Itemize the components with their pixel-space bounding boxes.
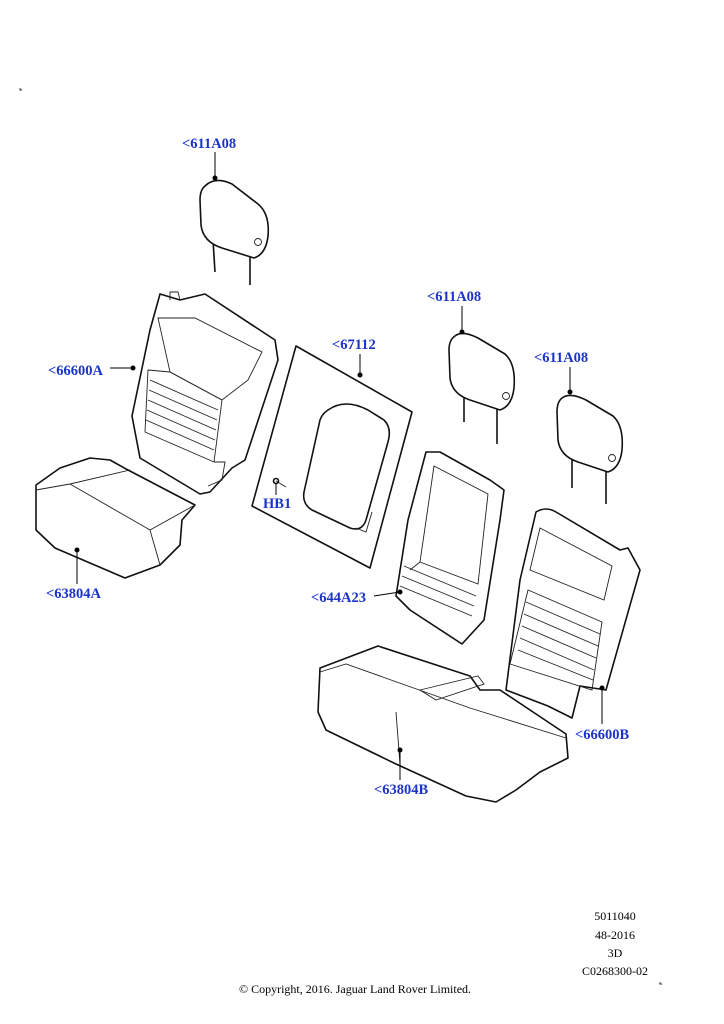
- headrest-center: [448, 332, 516, 444]
- headrest-left: [199, 179, 270, 285]
- reference-line-1: 5011040: [594, 909, 636, 923]
- callout-bolt: HB1: [263, 496, 291, 512]
- callout-headrest-left: <611A08: [182, 136, 236, 152]
- callout-headrest-center: <611A08: [427, 289, 481, 305]
- backrest-right: [505, 508, 641, 719]
- callout-headrest-right: <611A08: [534, 350, 588, 366]
- armrest-panel: [251, 345, 413, 569]
- reference-line-3: 3D: [607, 946, 623, 960]
- callout-armrest-panel: <67112: [332, 337, 376, 353]
- callout-backrest-right: <66600B: [575, 727, 630, 743]
- backrest-left: [131, 291, 279, 495]
- reference-line-4: C0268300-02: [582, 964, 648, 978]
- callout-backrest-left: <66600A: [48, 363, 104, 379]
- callout-cushion-right: <63804B: [374, 782, 429, 798]
- callout-cushion-left: <63804A: [46, 586, 102, 602]
- headrest-right: [556, 394, 624, 504]
- callout-center-back: <644A23: [311, 590, 366, 606]
- cushion-right: [317, 645, 569, 803]
- center-back: [395, 451, 505, 645]
- copyright-notice: © Copyright, 2016. Jaguar Land Rover Lim…: [238, 982, 472, 996]
- leader-lines: [74, 152, 605, 780]
- reference-line-2: 48-2016: [595, 928, 635, 942]
